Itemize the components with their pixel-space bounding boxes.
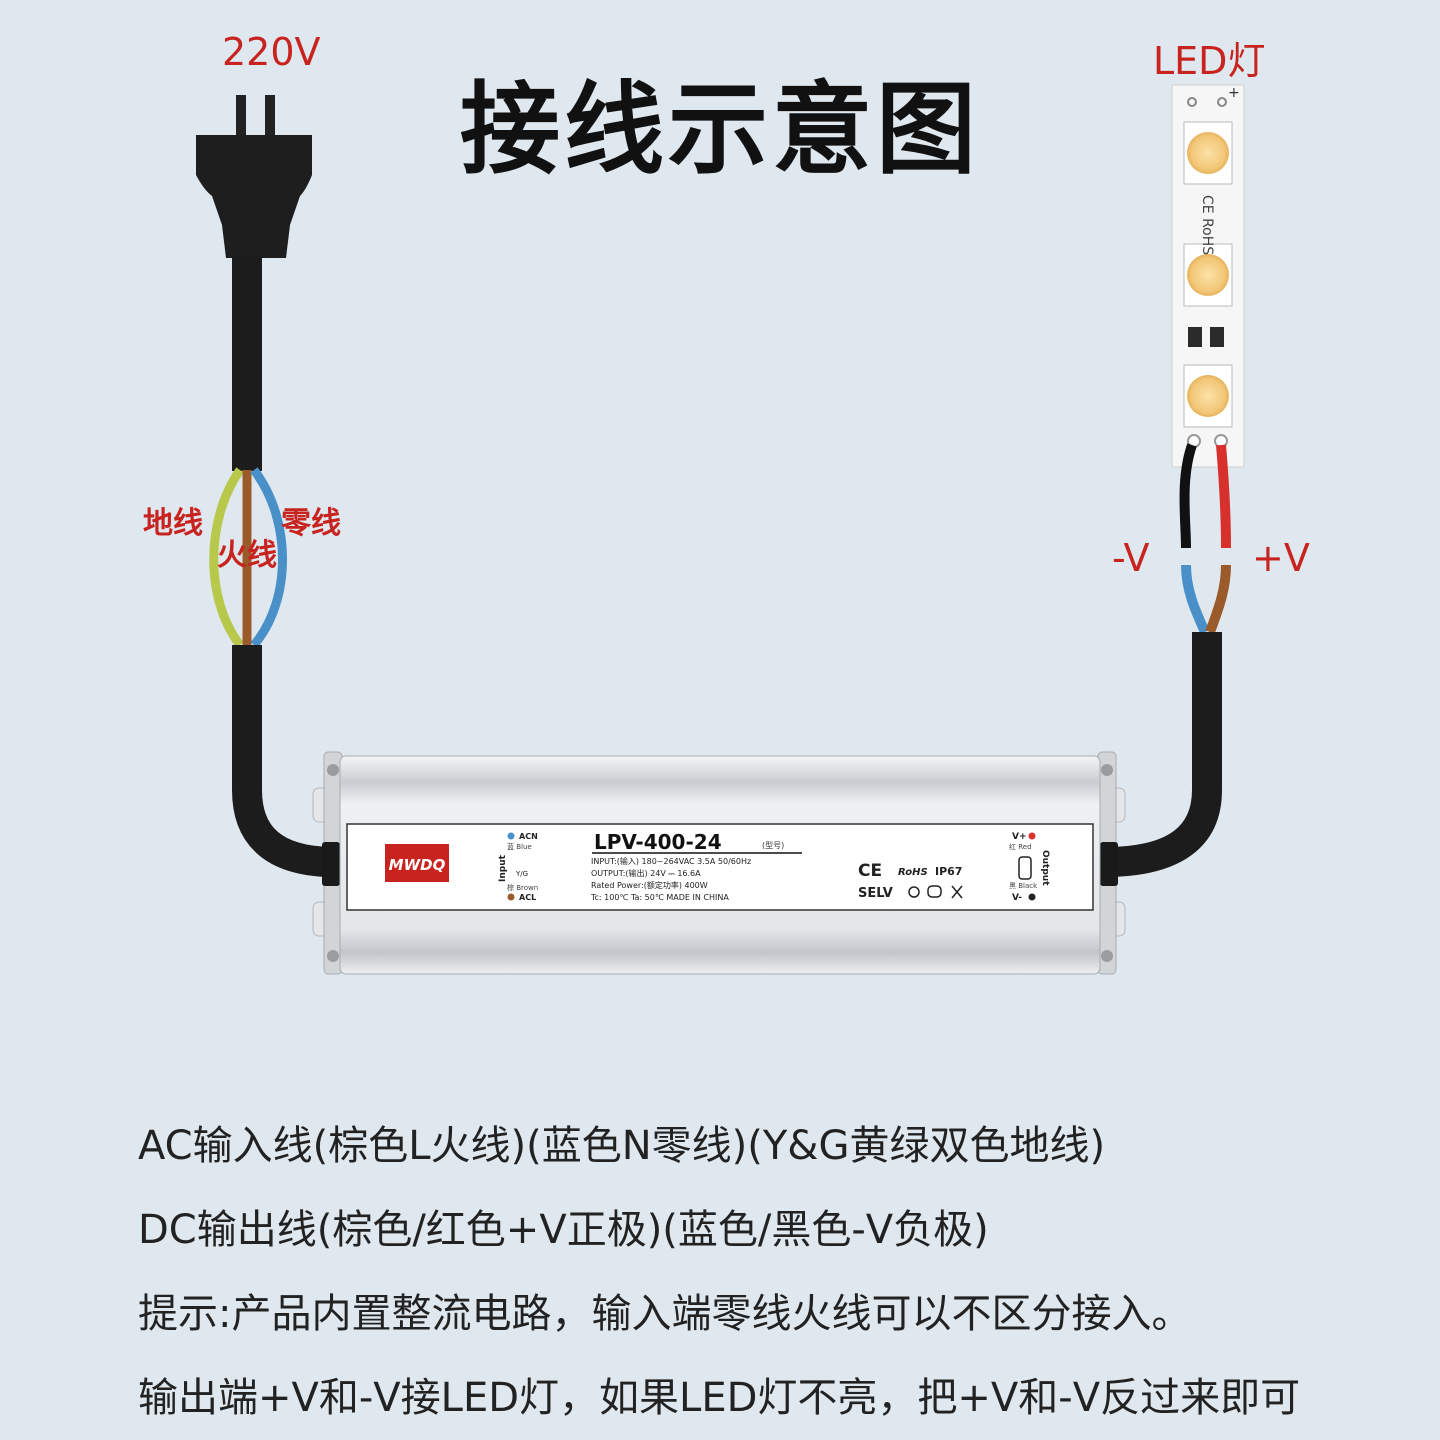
ac-wires [209,467,287,648]
power-plug [196,95,312,471]
led-chip-3 [1187,375,1229,417]
black-wire [1179,443,1197,549]
resistor-2 [1210,327,1224,347]
temp-spec: Tc: 100℃ Ta: 50℃ MADE IN CHINA [590,893,729,902]
blue-dc-wire [1181,564,1210,635]
brown-dc-wire [1205,564,1231,634]
blue-label: 蓝 Blue [507,842,532,851]
yg-label: Y/G [515,870,528,878]
ground-wire [209,467,244,648]
cable-gland-right [1100,842,1118,886]
ground-label: 地线 [143,506,203,541]
plug-cable [232,256,262,471]
output-spec: OUTPUT:(输出) 24V ⎓ 16.6A [591,868,701,878]
strip-marks: CE RoHS [1199,195,1215,255]
neutral-label: 零线 [281,506,341,541]
plug-pin-right [265,95,275,137]
product-label [346,823,1094,911]
output-terminal-icon [1018,856,1032,880]
input-spec: INPUT:(输入) 180~264VAC 3.5A 50/60Hz [591,856,751,866]
bin-icon [951,885,963,899]
plug-pin-left [236,95,246,137]
cert-icon [908,886,920,898]
dc-cable [1109,632,1222,877]
dc-wires [1179,443,1231,635]
output-label: Output [1040,850,1050,886]
acn-label: ACN [519,832,538,841]
note-ac-input: AC输入线(棕色L火线)(蓝色N零线)(Y&G黄绿双色地线) [138,1123,1106,1169]
brand-logo-text: MWDQ [389,856,446,874]
model-number: LPV-400-24 [594,830,722,854]
live-label: 火线 [217,538,277,573]
neutral-wire [250,467,287,648]
acl-label: ACL [519,893,536,902]
cable-gland-left [322,842,340,886]
note-tip: 提示:产品内置整流电路，输入端零线火线可以不区分接入。 [138,1291,1192,1337]
power-spec: Rated Power:(额定功率) 400W [591,880,708,890]
ac-cable [232,645,331,877]
led-strip: + CE RoHS [1171,84,1245,468]
rohs-mark: RoHS [898,867,928,878]
led-light-label: LED灯 [1153,39,1266,83]
red-label: 红 Red [1009,842,1032,851]
note-led: 输出端+V和-V接LED灯，如果LED灯不亮，把+V和-V反过来即可 [138,1375,1301,1421]
model-tag: (型号) [762,841,784,850]
resistor-1 [1188,327,1202,347]
voltage-label: 220V [222,30,321,74]
plug-head [196,135,312,258]
cert-icon [927,885,942,898]
led-chip-1 [1187,132,1229,174]
brand-logo [385,844,449,882]
ip67-mark: IP67 [935,865,962,878]
black-label: 黑 Black [1009,882,1038,890]
red-wire [1216,444,1231,549]
power-supply: MWDQ ACN 蓝 Blue Input Y/G 棕 Brown ACL LP… [312,751,1126,975]
ce-mark: CE [858,861,882,881]
selv-mark: SELV [858,886,893,901]
strip-plus: + [1228,85,1240,101]
page-title: 接线示意图 [460,71,980,188]
vminus-label: V- [1012,893,1022,903]
led-chip-2 [1187,254,1229,296]
vplus-label: V+ [1012,832,1027,842]
wiring-notes: AC输入线(棕色L火线)(蓝色N零线)(Y&G黄绿双色地线) DC输出线(棕色/… [138,1104,1428,1440]
plus-v-label: +V [1252,536,1310,580]
input-label: Input [498,854,508,882]
minus-v-label: -V [1112,536,1150,580]
note-dc-output: DC输出线(棕色/红色+V正极)(蓝色/黑色-V负极) [138,1207,989,1253]
brown-label: 棕 Brown [507,883,538,892]
